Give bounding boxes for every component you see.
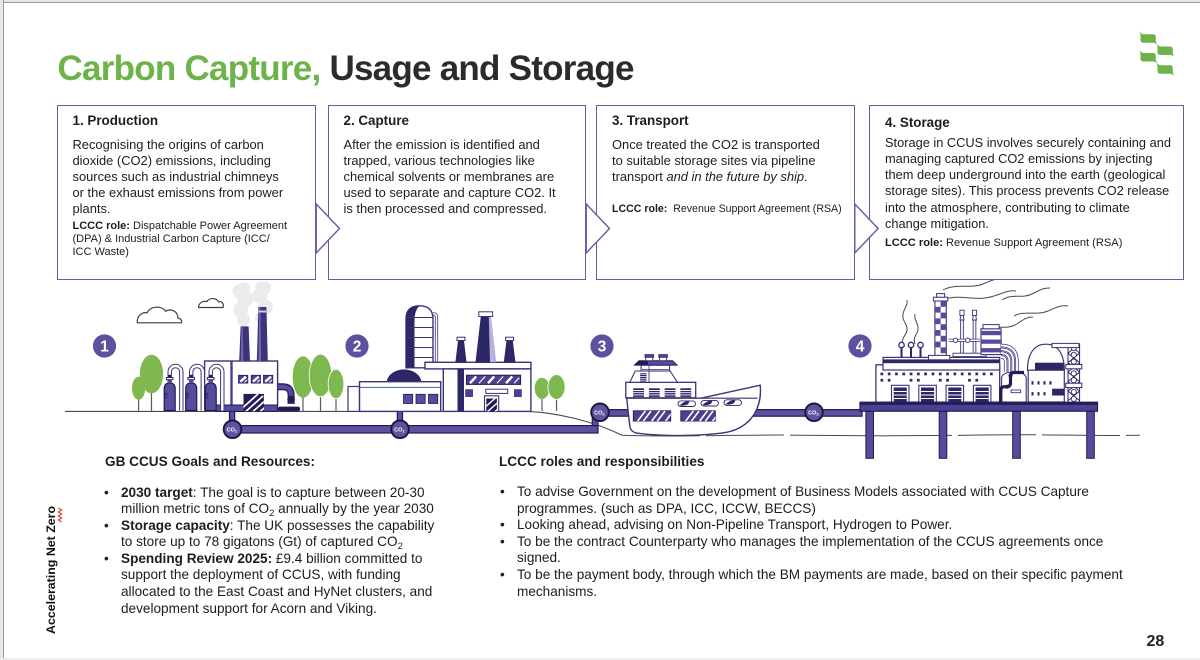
svg-text:CO2: CO2 (594, 410, 605, 416)
svg-text:2: 2 (353, 339, 362, 356)
svg-text:3: 3 (598, 339, 607, 356)
svg-text:4: 4 (856, 339, 865, 356)
svg-text:1: 1 (100, 339, 109, 356)
svg-text:CO2: CO2 (227, 427, 238, 433)
svg-text:CO2: CO2 (394, 427, 405, 433)
svg-text:CO2: CO2 (808, 410, 819, 416)
